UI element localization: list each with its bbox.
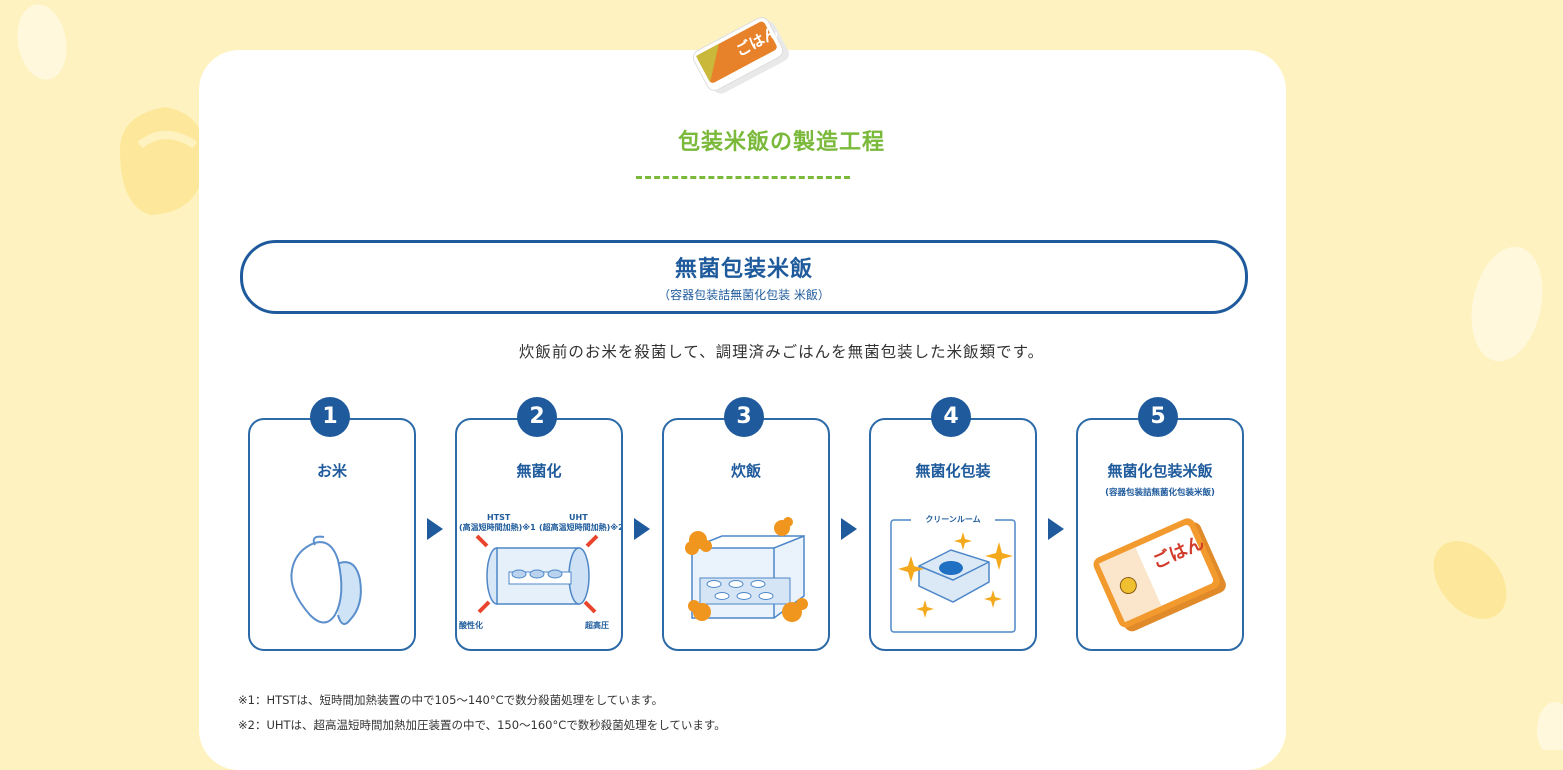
rice-bowl-decoration-icon: [120, 107, 206, 215]
step-label: 無菌化包装: [915, 462, 991, 480]
step-label: 炊飯: [730, 462, 761, 480]
footnote-2: ※2：UHTは、超高温短時間加熱加圧装置の中で、150〜160°Cで数秒殺菌処理…: [238, 718, 726, 732]
category-banner: 無菌包装米飯 （容器包装詰無菌化包装 米飯）: [240, 240, 1248, 314]
flow-arrow-icon: [1048, 518, 1064, 540]
step-number-4: 4: [931, 397, 971, 437]
step-number-1: 1: [310, 397, 350, 437]
clean-room-icon: クリーンルーム: [890, 512, 1016, 633]
flow-arrow-icon: [841, 518, 857, 540]
rice-grain-decoration-icon: [1471, 246, 1543, 362]
rice-grain-decoration-icon: [1433, 541, 1507, 619]
rice-grain-decoration-icon: [17, 4, 67, 80]
step-sublabel: (容器包装詰無菌化包装米飯): [1105, 488, 1215, 498]
htst-label: HTST: [487, 513, 511, 522]
acid-label: 酸性化: [459, 620, 483, 630]
footnote-1: ※1：HTSTは、短時間加熱装置の中で105〜140°Cで数分殺菌処理をしていま…: [238, 693, 664, 707]
flow-arrow-icon: [427, 518, 443, 540]
title-divider: [636, 176, 850, 179]
htst-note: (高温短時間加熱)※1: [459, 522, 536, 532]
category-subtitle: （容器包装詰無菌化包装 米飯）: [658, 288, 830, 302]
uht-label: UHT: [569, 513, 588, 522]
clean-room-label: クリーンルーム: [925, 514, 980, 524]
step-number-5: 5: [1138, 397, 1178, 437]
section-title: 包装米飯の製造工程: [677, 130, 885, 155]
category-title: 無菌包装米飯: [674, 257, 813, 282]
step-card-2: 無菌化 HTST (高温短時間加熱)※1 UHT (超高温短時間加熱)※2 酸性…: [455, 418, 623, 651]
pressure-label: 超高圧: [584, 620, 609, 630]
step-label: お米: [316, 462, 347, 480]
rice-cooking-icon: [685, 517, 808, 622]
rice-pack-icon: ごはん: [692, 17, 789, 94]
step-card-1: お米: [248, 418, 416, 651]
description-text: 炊飯前のお米を殺菌して、調理済みごはんを無菌包装した米飯類です。: [518, 343, 1045, 361]
step-number-3: 3: [724, 397, 764, 437]
step-label: 無菌化: [516, 462, 562, 480]
step-card-3: 炊飯: [662, 418, 830, 651]
rice-grain-icon: [290, 535, 362, 625]
step-number-2: 2: [517, 397, 557, 437]
rice-grain-decoration-icon: [1537, 702, 1563, 750]
flow-arrow-icon: [634, 518, 650, 540]
uht-note: (超高温短時間加熱)※2: [539, 522, 621, 532]
step-label: 無菌化包装米飯: [1107, 462, 1213, 480]
sterilization-chamber-icon: HTST (高温短時間加熱)※1 UHT (超高温短時間加熱)※2 酸性化 超高…: [459, 513, 621, 630]
rice-pack-icon: ごはん: [1093, 518, 1226, 632]
step-card-5: 無菌化包装米飯 (容器包装詰無菌化包装米飯) ごはん: [1076, 418, 1244, 651]
step-card-4: 無菌化包装 クリーンルーム: [869, 418, 1037, 651]
